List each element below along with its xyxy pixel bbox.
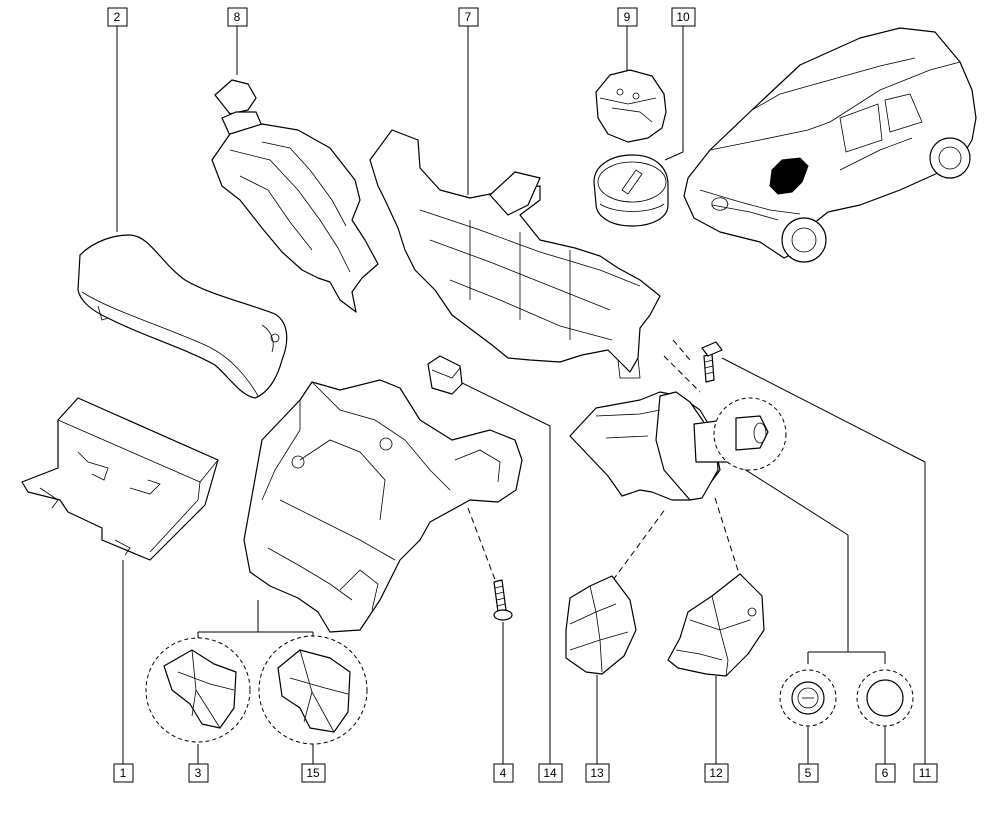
part-9-lock-insert (595, 69, 667, 143)
callout-6-label: 6 (882, 766, 889, 780)
part-2-upper-shroud (77, 234, 288, 399)
callout-9: 9 (617, 7, 638, 27)
callout-8-label: 8 (234, 10, 241, 24)
callout-12: 12 (704, 763, 729, 783)
detail-3-clip (145, 637, 251, 743)
callout-2: 2 (107, 7, 128, 27)
callout-13: 13 (585, 763, 610, 783)
callout-5-label: 5 (805, 766, 812, 780)
callout-8: 8 (227, 7, 248, 27)
callout-14-label: 14 (543, 766, 557, 780)
part-11-bolt (701, 341, 723, 383)
callout-10: 10 (671, 7, 696, 27)
callout-1: 1 (113, 763, 134, 783)
callout-6: 6 (875, 763, 896, 783)
callout-15-label: 15 (306, 766, 320, 780)
leader-lines (116, 26, 926, 764)
part-13-cover-clip (565, 575, 637, 675)
highlighted-zone-marker (769, 157, 809, 195)
part-4-screw (493, 579, 513, 621)
part-8-switch-assembly (211, 79, 379, 313)
callout-9-label: 9 (624, 10, 631, 24)
assembly-dash-lines (467, 339, 742, 586)
callout-12-label: 12 (709, 766, 723, 780)
callout-4-label: 4 (500, 766, 507, 780)
callout-4: 4 (493, 763, 514, 783)
callout-5: 5 (798, 763, 819, 783)
part-14-clip (427, 355, 463, 395)
callout-10-label: 10 (676, 10, 690, 24)
part-10-ignition-cap (593, 154, 669, 227)
callout-11: 11 (913, 763, 938, 783)
ignition-lock-body (569, 391, 787, 501)
callout-14: 14 (538, 763, 563, 783)
callout-3: 3 (188, 763, 209, 783)
part-12-transponder-unit (667, 573, 765, 677)
callout-7-label: 7 (465, 10, 472, 24)
callout-3-label: 3 (195, 766, 202, 780)
callout-1-label: 1 (120, 766, 127, 780)
callout-2-label: 2 (114, 10, 121, 24)
part-1-lower-panel (21, 397, 219, 561)
part-6-badge (856, 669, 914, 727)
callout-7: 7 (458, 7, 479, 27)
callout-15: 15 (301, 763, 326, 783)
vehicle-locator-illustration (683, 27, 977, 263)
part-5-badge (779, 669, 837, 727)
callout-13-label: 13 (590, 766, 604, 780)
callout-11-label: 11 (919, 766, 932, 780)
part-7-steering-column (369, 129, 661, 379)
detail-15-clip (258, 635, 368, 745)
lower-shroud-assembly (243, 379, 523, 633)
